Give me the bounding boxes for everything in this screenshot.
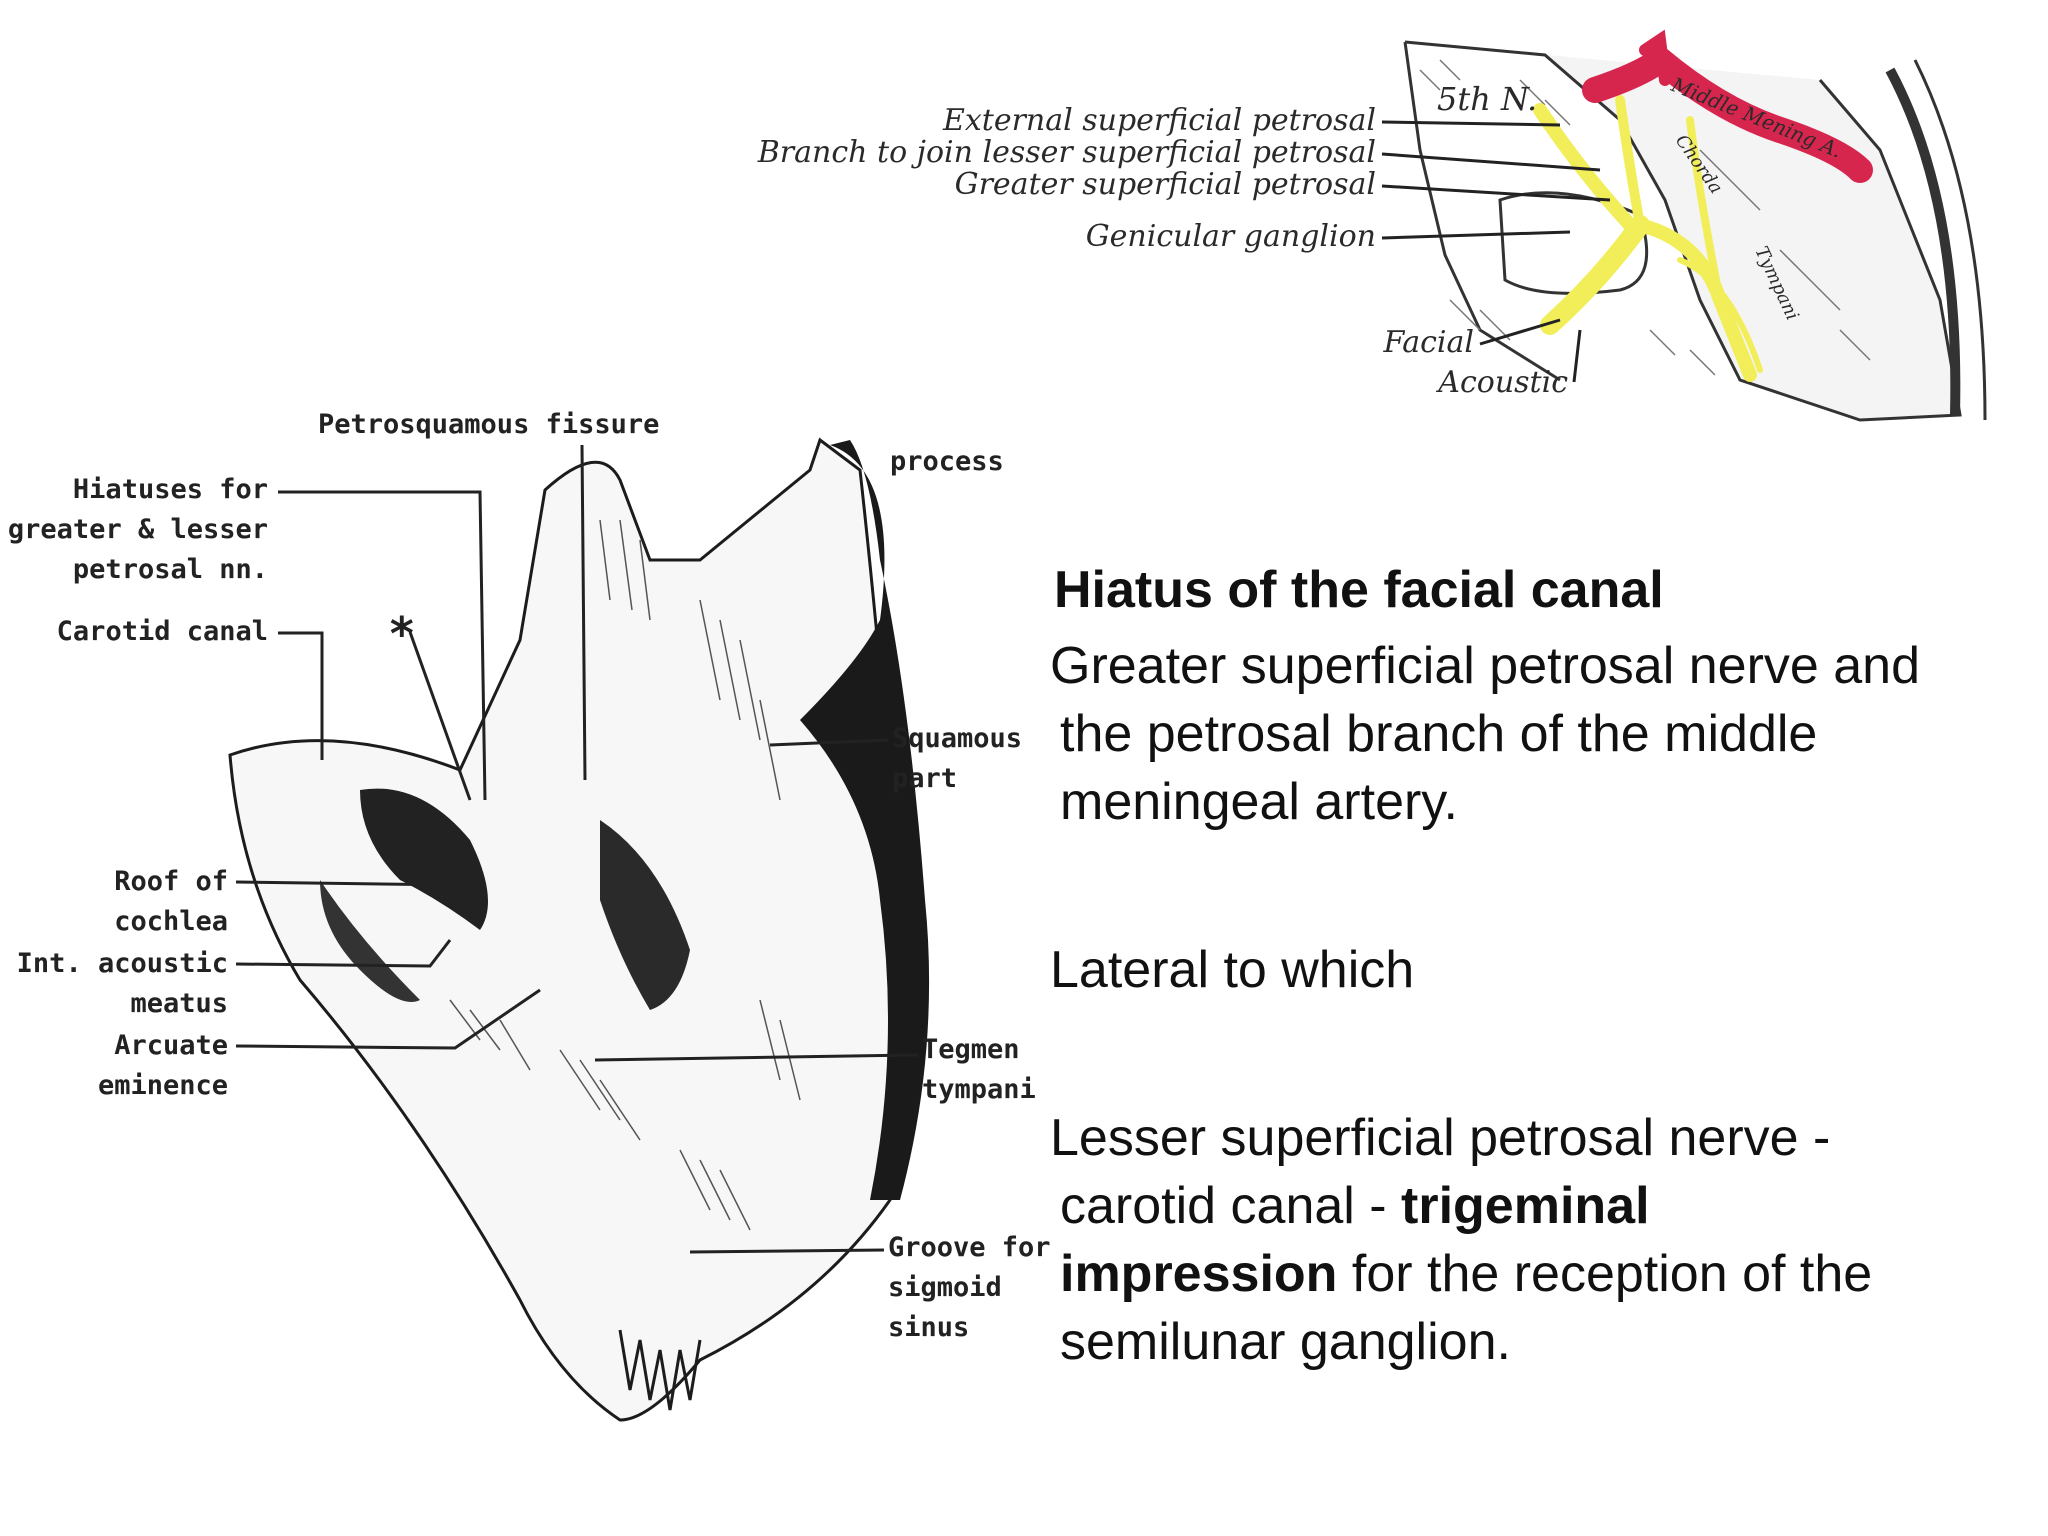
label-petrosquamous-fissure: Petrosquamous fissure	[318, 409, 659, 440]
shadow-recess-1	[360, 788, 488, 930]
label-greater-superficial-petrosal: Greater superficial petrosal	[955, 167, 1376, 202]
bone-hatching	[1419, 59, 1871, 376]
label-int-acoustic-2: meatus	[130, 988, 228, 1019]
skull-rim	[1885, 67, 1961, 416]
label-genicular-ganglion: Genicular ganglion	[1086, 219, 1376, 254]
para3-bold-impression: impression	[1060, 1245, 1338, 1303]
label-roof-2: cochlea	[114, 906, 228, 937]
bone-hatching-left	[449, 519, 801, 1231]
label-arcuate-2: eminence	[98, 1070, 228, 1101]
petrous-bone-outline	[228, 437, 910, 1422]
label-groove-3: sinus	[888, 1312, 969, 1343]
label-roof-1: Roof of	[114, 866, 228, 897]
squamous-dark-edge	[800, 440, 930, 1200]
para1-line2: the petrosal branch of the middle	[1060, 705, 1818, 763]
label-groove-1: Groove for	[888, 1232, 1051, 1263]
middle-meningeal-artery	[1582, 43, 1873, 183]
label-squamous-1: Squamous	[892, 723, 1022, 754]
label-fifth-nerve: 5th N.	[1437, 80, 1537, 118]
artery-branch	[1639, 29, 1671, 86]
facial-nerve-figure: 5th N. Middle Mening A. Chorda Tympani E…	[757, 29, 1987, 422]
para1-line1: Greater superficial petrosal nerve and	[1050, 637, 1921, 695]
label-squamous-2: part	[892, 763, 957, 794]
skull-rim-outer	[1913, 59, 1987, 421]
label-carotid-canal: Carotid canal	[57, 616, 268, 647]
label-facial: Facial	[1382, 325, 1474, 360]
petrous-bone-figure: Petrosquamous fissure Hiatuses for great…	[8, 409, 1051, 1422]
label-hiatuses-1: Hiatuses for	[73, 474, 268, 505]
left-leader-lines	[235, 444, 919, 1254]
label-tegmen-1: Tegmen	[922, 1034, 1020, 1065]
heading-hiatus: Hiatus of the facial canal	[1054, 561, 1664, 619]
para3-bold-trigeminal: trigeminal	[1401, 1177, 1650, 1235]
shadow-recess-3	[320, 880, 420, 1002]
label-hiatuses-3: petrosal nn.	[73, 554, 268, 585]
para1-line3: meningeal artery.	[1060, 773, 1458, 831]
para3-line1: Lesser superficial petrosal nerve -	[1050, 1109, 1831, 1167]
para3-line2: carotid canal - trigeminal	[1050, 1177, 1650, 1235]
shadow-recess-2	[600, 820, 690, 1010]
label-acoustic: Acoustic	[1435, 365, 1568, 400]
bone-jagged-edge	[618, 1329, 702, 1411]
para3-line3: impression for the reception of the	[1050, 1245, 1872, 1303]
paragraph-lesser-petrosal: Lesser superficial petrosal nerve - caro…	[1050, 1104, 2040, 1376]
label-process: process	[890, 446, 1004, 477]
para3-line2-text: carotid canal -	[1060, 1177, 1402, 1235]
top-leader-lines	[1381, 120, 1611, 383]
label-tegmen-2: tympani	[922, 1074, 1036, 1105]
paragraph-greater-petrosal: Greater superficial petrosal nerve and t…	[1050, 632, 2040, 836]
para3-line3-text: for the reception of the	[1337, 1245, 1873, 1303]
label-branch-to-join: Branch to join lesser superficial petros…	[757, 135, 1376, 170]
label-external-superficial-petrosal: External superficial petrosal	[942, 103, 1376, 138]
paragraph-lateral: Lateral to which	[1050, 941, 1415, 999]
text-panel: Hiatus of the facial canal Greater super…	[1050, 560, 2040, 1376]
label-hiatuses-2: greater & lesser	[8, 514, 268, 545]
para3-line4: semilunar ganglion.	[1060, 1313, 1511, 1371]
label-groove-2: sigmoid	[888, 1272, 1002, 1303]
label-arcuate-1: Arcuate	[114, 1030, 228, 1061]
bone-edge	[1403, 41, 1561, 382]
label-int-acoustic-1: Int. acoustic	[17, 948, 228, 979]
